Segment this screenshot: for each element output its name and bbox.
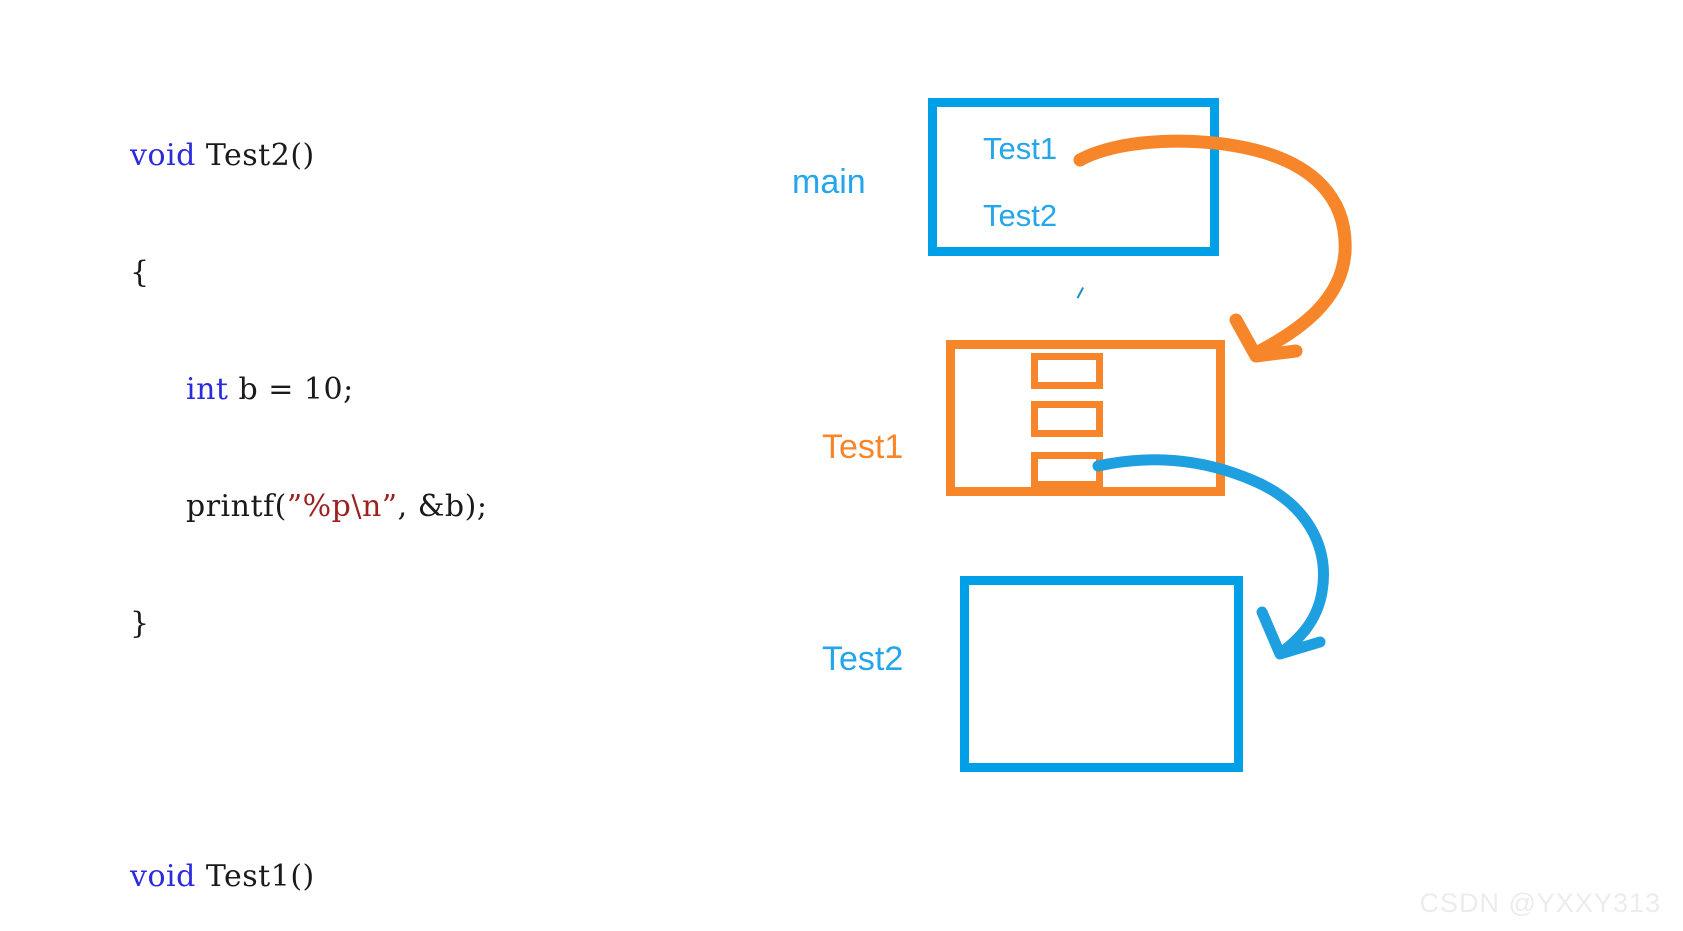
code-block-test2: void Test2() { int b = 10; printf(”%p\n”… <box>130 58 690 721</box>
code-line: } <box>130 606 150 641</box>
test2-frame-box <box>960 576 1243 772</box>
label-main: main <box>792 163 866 201</box>
csdn-watermark: CSDN @YXXY313 <box>1419 888 1661 918</box>
main-frame-entry-test1: Test1 <box>983 131 1058 166</box>
code-panel: void Test2() { int b = 10; printf(”%p\n”… <box>130 58 690 931</box>
main-frame-box <box>928 98 1219 256</box>
main-frame-entry-test2: Test2 <box>983 198 1058 233</box>
code-line: void Test2() <box>130 138 315 173</box>
code-block-test1: void Test1() { int a = 10; printf(”%p\n”… <box>130 779 690 931</box>
code-line: int b = 10; <box>186 372 354 407</box>
tick-mark-icon <box>1066 281 1084 299</box>
label-test2: Test2 <box>822 640 904 678</box>
test1-slot-2 <box>1031 401 1103 437</box>
code-line: printf(”%p\n”, &b); <box>186 489 488 524</box>
test1-slot-3 <box>1031 452 1103 488</box>
test1-slot-1 <box>1031 353 1103 389</box>
code-line: void Test1() <box>130 859 315 894</box>
code-line: { <box>130 255 150 290</box>
label-test1: Test1 <box>822 428 904 466</box>
